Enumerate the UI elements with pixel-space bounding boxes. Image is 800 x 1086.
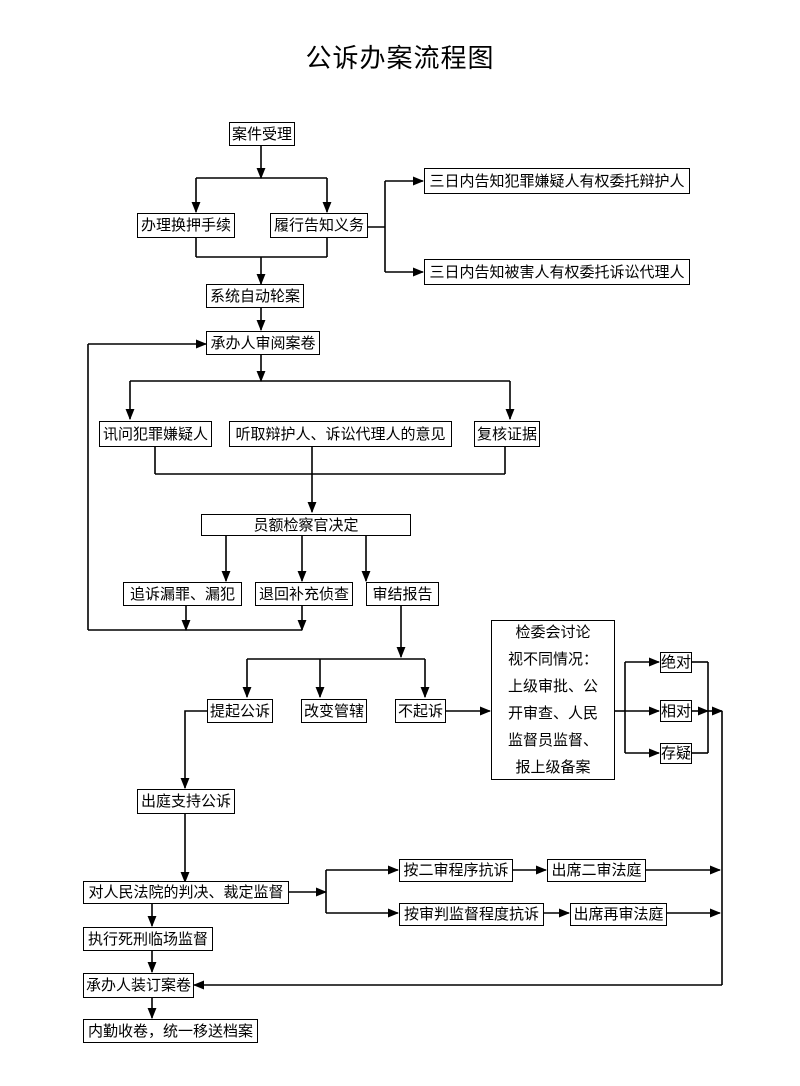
auto-assign-box: 系统自动轮案 bbox=[206, 284, 304, 308]
case-accept-box: 案件受理 bbox=[229, 122, 295, 146]
supplementary-investigation-box: 退回补充侦查 bbox=[255, 582, 353, 606]
non-prosecution-box: 不起诉 bbox=[395, 699, 446, 723]
interrogate-box: 讯问犯罪嫌疑人 bbox=[99, 421, 212, 447]
committee-line: 上级审批、公 bbox=[507, 677, 598, 695]
court-appearance-box: 出庭支持公诉 bbox=[137, 789, 235, 814]
execution-supervision-box: 执行死刑临场监督 bbox=[83, 927, 213, 951]
committee-line: 监督员监督、 bbox=[507, 731, 598, 749]
judgment-supervision-box: 对人民法院的判决、裁定监督 bbox=[83, 881, 289, 904]
committee-line: 开审查、人民 bbox=[507, 704, 598, 722]
review-files-box: 承办人审阅案卷 bbox=[206, 331, 320, 355]
notify-duty-box: 履行告知义务 bbox=[270, 213, 368, 238]
notify-victim-box: 三日内告知被害人有权委托诉讼代理人 bbox=[424, 259, 690, 285]
committee-line: 报上级备案 bbox=[515, 758, 591, 776]
committee-line: 视不同情况： bbox=[507, 650, 598, 668]
attend-retrial-box: 出席再审法庭 bbox=[570, 903, 667, 926]
page-title: 公诉办案流程图 bbox=[305, 44, 495, 74]
appeal-second-box: 按二审程序抗诉 bbox=[399, 859, 513, 882]
bind-files-box: 承办人装订案卷 bbox=[83, 973, 194, 998]
prosecutor-decide-box: 员额检察官决定 bbox=[201, 514, 411, 536]
committee-line: 检委会讨论 bbox=[515, 623, 591, 641]
relative-box: 相对 bbox=[660, 700, 692, 722]
change-jurisdiction-box: 改变管辖 bbox=[301, 699, 367, 723]
add-charges-box: 追诉漏罪、漏犯 bbox=[123, 582, 242, 606]
custody-transfer-box: 办理换押手续 bbox=[137, 213, 235, 238]
review-report-box: 审结报告 bbox=[366, 582, 439, 606]
attend-second-box: 出席二审法庭 bbox=[547, 859, 646, 882]
notify-suspect-box: 三日内告知犯罪嫌疑人有权委托辩护人 bbox=[424, 168, 690, 194]
doubt-box: 存疑 bbox=[660, 743, 692, 764]
absolute-box: 绝对 bbox=[660, 652, 692, 673]
archive-box: 内勤收卷，统一移送档案 bbox=[83, 1019, 258, 1043]
hear-opinions-box: 听取辩护人、诉讼代理人的意见 bbox=[229, 421, 452, 447]
appeal-supervision-box: 按审判监督程度抗诉 bbox=[399, 903, 544, 926]
committee-box: 检委会讨论 视不同情况： 上级审批、公 开审查、人民 监督员监督、 报上级备案 bbox=[491, 620, 615, 780]
prosecute-box: 提起公诉 bbox=[207, 699, 273, 723]
verify-evidence-box: 复核证据 bbox=[474, 421, 540, 447]
